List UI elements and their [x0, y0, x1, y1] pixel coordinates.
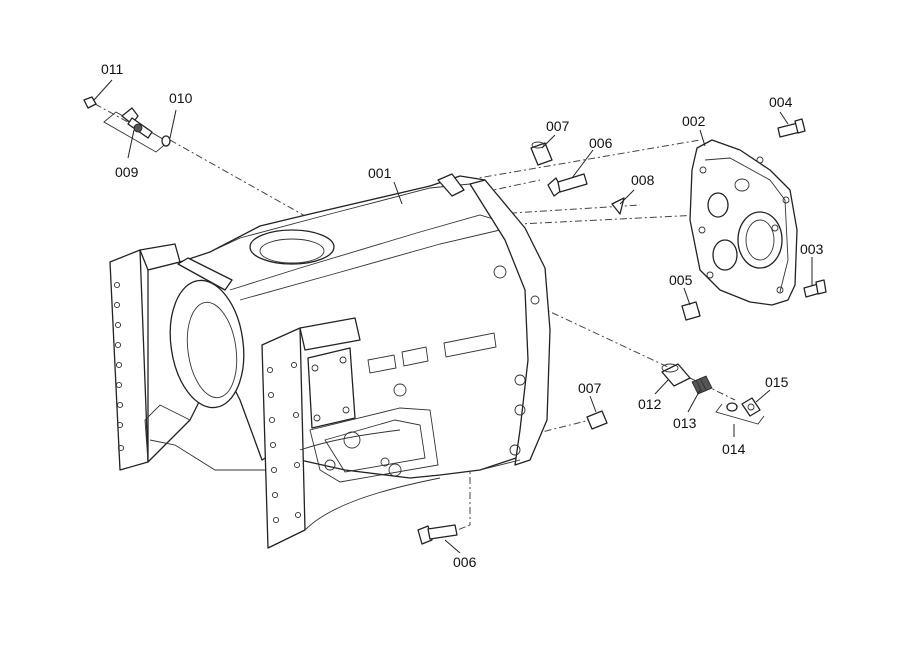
label-006-top: 006: [589, 135, 613, 151]
label-009: 009: [115, 164, 139, 180]
label-001: 001: [368, 165, 392, 181]
part-014-015-plug: [715, 397, 765, 425]
part-008-clip: [611, 197, 625, 215]
label-003: 003: [800, 241, 824, 257]
label-007-bottom: 007: [578, 380, 602, 396]
part-011-cap: [83, 96, 97, 109]
label-013: 013: [673, 415, 697, 431]
label-008: 008: [631, 172, 655, 188]
part-005-pin: [681, 301, 701, 321]
main-housing-001: [109, 173, 551, 549]
part-007-pin-bottom: [586, 410, 608, 430]
label-010: 010: [169, 90, 193, 106]
part-013-spring: [691, 375, 713, 395]
label-012: 012: [638, 396, 662, 412]
part-007-pin-top: [530, 141, 553, 166]
part-006-bolt-top: [547, 173, 588, 197]
label-005: 005: [669, 272, 693, 288]
part-003-bolt: [803, 279, 827, 298]
part-010-ring: [161, 135, 171, 147]
part-006-bolt-bottom: [417, 524, 458, 545]
label-015: 015: [765, 374, 789, 390]
part-004-bolt: [777, 118, 806, 138]
leader-lines: [93, 79, 813, 554]
part-labels: 011 010 009 001 007 006 008 002 004 003 …: [101, 61, 824, 570]
label-006-bottom: 006: [453, 554, 477, 570]
part-012-sleeve: [661, 363, 691, 387]
label-007-top: 007: [546, 118, 570, 134]
end-cover-002: [689, 139, 798, 306]
label-011: 011: [101, 61, 124, 77]
label-004: 004: [769, 94, 793, 110]
label-002: 002: [682, 113, 706, 129]
label-014: 014: [722, 441, 746, 457]
